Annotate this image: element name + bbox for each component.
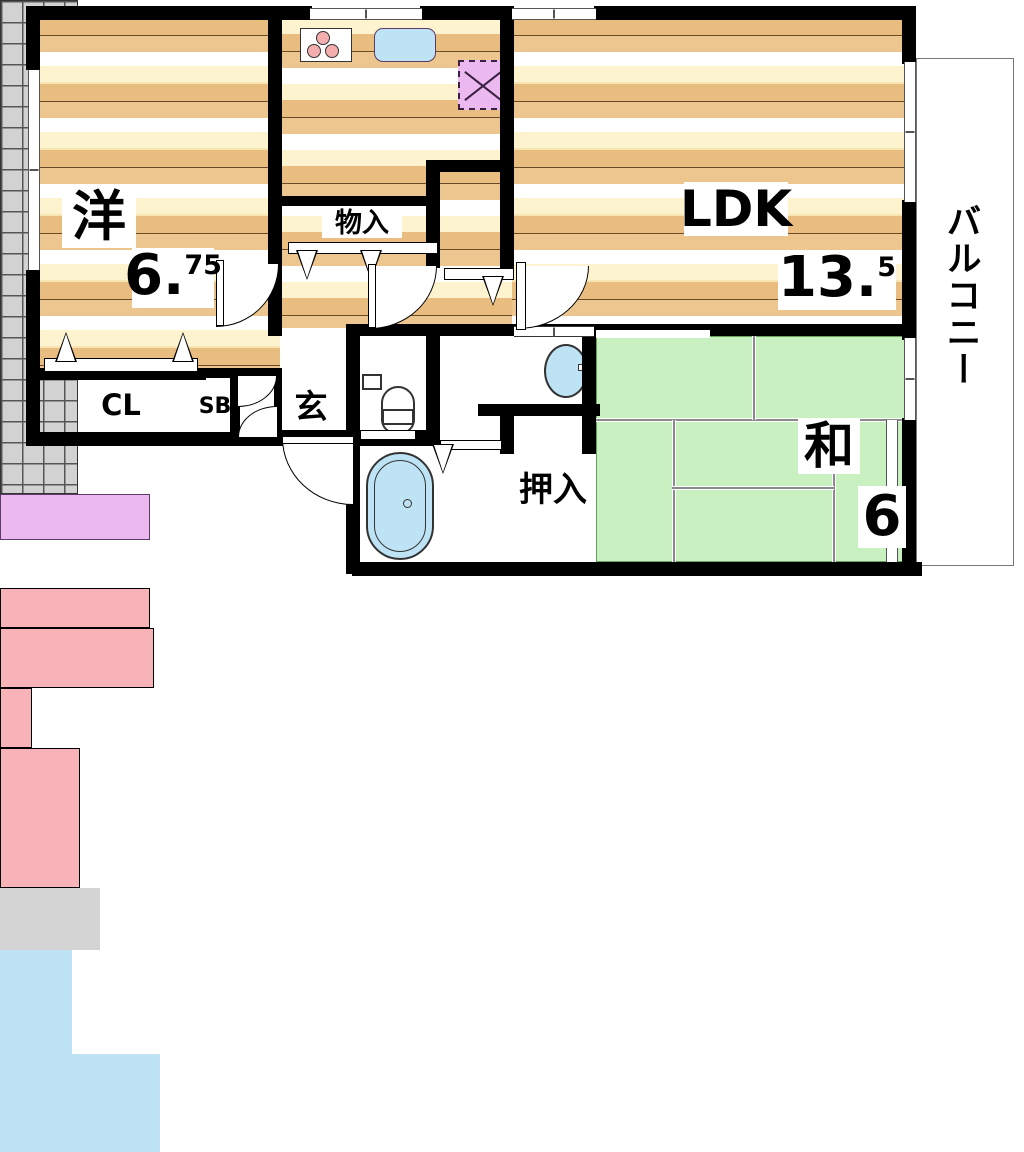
wall-exterior-bottom <box>26 432 294 446</box>
wall-exterior-left <box>26 6 40 70</box>
sliding-door-arrow-icon <box>172 332 194 362</box>
toilet-tank-icon <box>362 374 382 390</box>
door-panel-genkan-entry[interactable] <box>282 436 354 444</box>
genkan-label: 玄 <box>288 384 334 428</box>
sliding-door-arrow-icon <box>55 332 77 362</box>
tatami-seam <box>673 420 675 562</box>
door-panel-ldk[interactable] <box>516 262 526 330</box>
tatami-seam <box>833 420 835 562</box>
room-washroom <box>0 1054 160 1152</box>
yoshitsu-size: 6.75 <box>124 248 222 308</box>
cl-label: CL <box>92 388 150 422</box>
burner-icon <box>307 44 321 58</box>
washbasin-icon <box>544 344 588 398</box>
door-panel-toilet[interactable] <box>360 430 416 440</box>
wall-interior-vertical <box>346 324 360 574</box>
wall-exterior-top <box>594 6 916 20</box>
window-washroom-top <box>514 326 594 337</box>
wall-interior-horizontal <box>280 430 354 440</box>
window-kitchen-top <box>310 8 422 20</box>
wall-interior-horizontal <box>346 436 440 446</box>
wall-exterior-bottom <box>352 562 922 576</box>
wall-interior-vertical <box>268 6 282 336</box>
storage-closet-cl <box>0 628 154 688</box>
oshiire-label: 押入 <box>519 444 587 536</box>
wall-interior-vertical <box>500 160 514 268</box>
window-washitsu-balcony <box>904 338 916 420</box>
kitchen-counter <box>0 494 150 540</box>
door-arc-genkan-inner <box>238 376 277 407</box>
room-genkan <box>0 888 100 950</box>
wall-interior-horizontal <box>412 430 434 440</box>
burner-icon <box>316 31 330 45</box>
door-arc-genkan-inner-lower <box>238 406 277 437</box>
washitsu-label: 和 <box>798 418 860 474</box>
wall-interior-vertical <box>582 324 596 454</box>
tatami-seam <box>672 487 834 489</box>
ldk-size-sup: 5 <box>877 252 896 283</box>
wall-interior-vertical <box>426 324 440 440</box>
burner-icon <box>325 44 339 58</box>
storage-oshiire <box>0 748 80 888</box>
balcony-label: バルコニー <box>932 203 988 388</box>
door-panel-hall[interactable] <box>368 264 376 328</box>
tatami-seam <box>753 336 755 420</box>
bathtub-icon <box>366 452 434 560</box>
ldk-size-main: 13. <box>778 245 878 310</box>
wall-interior-horizontal <box>478 404 600 416</box>
window-ldk-balcony <box>904 62 916 202</box>
yoshitsu-size-main: 6. <box>124 243 185 308</box>
room-floor-yoshitsu <box>40 18 280 378</box>
door-panel-yoshitsu[interactable] <box>216 260 224 326</box>
sliding-door-arrow-icon <box>432 444 454 474</box>
wall-exterior-top <box>420 6 514 20</box>
sb-label-s: SB <box>198 394 232 420</box>
wall-interior-vertical <box>230 376 240 436</box>
storage-monoire <box>0 588 150 628</box>
kitchen-sink-basin <box>374 28 436 62</box>
wall-exterior-left <box>26 270 40 446</box>
wall-interior-vertical <box>274 376 282 438</box>
wall-interior-vertical <box>500 6 514 166</box>
toilet-seat-icon <box>382 409 414 425</box>
wall-interior-horizontal <box>196 368 282 378</box>
bathtub-drain-icon <box>403 499 412 508</box>
sliding-door-arrow-icon <box>296 250 318 280</box>
wall-exterior-right <box>902 6 916 64</box>
storage-shoe-box-sb <box>0 688 32 748</box>
wall-interior-vertical <box>500 410 514 454</box>
washitsu-size: 6 <box>858 486 906 548</box>
refrigerator-space-icon <box>458 60 508 110</box>
window-ldk-top <box>512 8 596 20</box>
monoire-label: 物入 <box>322 208 402 238</box>
room-toilet <box>0 950 72 1054</box>
ldk-label: LDK <box>679 180 793 238</box>
wall-exterior-right <box>902 200 916 340</box>
sliding-door-arrow-icon <box>482 276 504 306</box>
pipe-shaft-box <box>0 540 56 588</box>
door-arc-genkan-entry <box>282 438 353 505</box>
yoshitsu-size-sup: 75 <box>184 250 222 281</box>
yoshitsu-label: 洋 <box>62 186 136 248</box>
sliding-door-cl[interactable] <box>44 358 198 372</box>
sb-label: SB <box>199 380 231 434</box>
wall-interior-vertical <box>426 160 440 268</box>
ldk-size: 13.5 <box>778 250 896 310</box>
floor-plan-canvas: バルコニー 物入 CL SB 押入 玄 <box>0 0 1024 576</box>
bathtub-inner <box>374 460 426 552</box>
wall-interior-horizontal <box>426 160 514 172</box>
oshiire-label-text: 押入 <box>519 469 587 510</box>
sliding-door-washitsu-fusuma[interactable] <box>596 330 710 338</box>
wall-exterior-top <box>36 6 312 20</box>
wall-interior-horizontal <box>282 196 440 206</box>
window-yoshitsu-left <box>28 70 40 270</box>
